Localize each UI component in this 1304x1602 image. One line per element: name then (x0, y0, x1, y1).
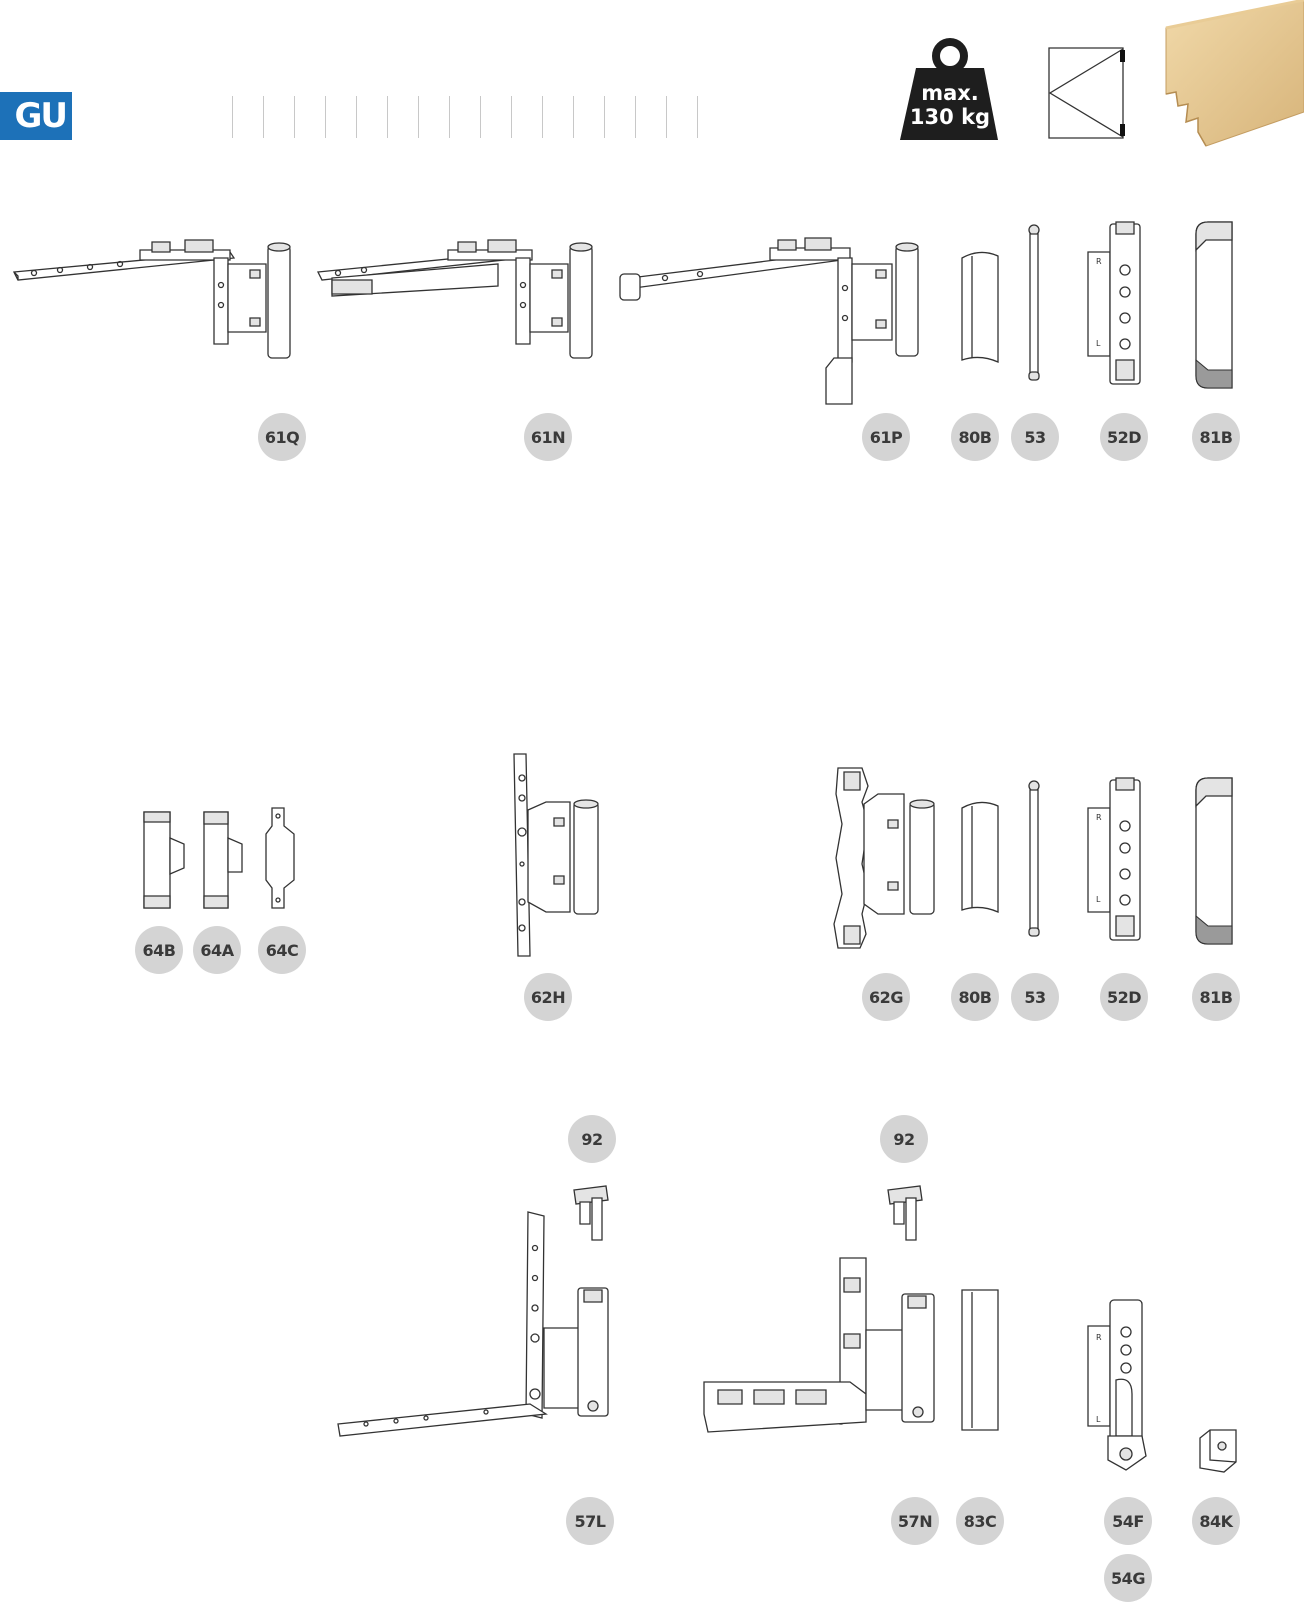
part-label-53: 53 (1011, 413, 1059, 461)
part-64a-frame-part (200, 808, 250, 912)
part-61q-hinge-with-stay-arm (10, 240, 310, 364)
part-label-92: 92 (568, 1115, 616, 1163)
part-label-64c: 64C (258, 926, 306, 974)
part-label-92-2: 92 (880, 1115, 928, 1163)
part-label-61p: 61P (862, 413, 910, 461)
svg-text:L: L (1096, 895, 1101, 904)
weight-line-2: 130 kg (910, 105, 990, 129)
part-label-64b: 64B (135, 926, 183, 974)
weight-icon: max. 130 kg (900, 38, 998, 140)
part-52d-sash-hinge-plate-2: R L (1086, 776, 1146, 946)
part-label-80b: 80B (951, 413, 999, 461)
weight-line-1: max. (921, 81, 979, 105)
part-80b-cover-cap-2 (958, 800, 1004, 916)
svg-text:R: R (1096, 257, 1102, 266)
part-label-64a: 64A (193, 926, 241, 974)
part-54f-sash-bearing: R L (1086, 1296, 1154, 1474)
part-57n-corner-bearing (700, 1254, 940, 1440)
part-label-80b-2: 80B (951, 973, 999, 1021)
part-label-62h: 62H (524, 973, 572, 1021)
part-label-61n: 61N (524, 413, 572, 461)
gu-logo: GU (0, 92, 72, 140)
part-53-hinge-pin (1026, 224, 1042, 384)
part-62g-frame-hinge (832, 764, 942, 952)
part-label-84k: 84K (1192, 1497, 1240, 1545)
part-52d-sash-hinge-plate: R L (1086, 220, 1146, 390)
svg-text:L: L (1096, 1415, 1101, 1424)
turn-opening-icon (1048, 47, 1125, 139)
part-53-hinge-pin-2 (1026, 780, 1042, 940)
svg-text:R: R (1096, 813, 1102, 822)
part-label-52d-2: 52D (1100, 973, 1148, 1021)
part-label-54f: 54F (1104, 1497, 1152, 1545)
svg-text:L: L (1096, 339, 1101, 348)
part-81b-cover-bar (1192, 220, 1238, 392)
part-81b-cover-bar-2 (1192, 776, 1238, 948)
decorative-tick-row (232, 96, 712, 138)
part-62h-frame-hinge (512, 752, 608, 958)
part-label-81b: 81B (1192, 413, 1240, 461)
part-label-83c: 83C (956, 1497, 1004, 1545)
part-61p-hinge-with-long-arm (620, 238, 940, 408)
part-label-52d: 52D (1100, 413, 1148, 461)
svg-text:R: R (1096, 1333, 1102, 1342)
part-label-81b-2: 81B (1192, 973, 1240, 1021)
part-80b-cover-cap (958, 250, 1004, 366)
part-64c-frame-part (264, 804, 304, 912)
part-label-62g: 62G (862, 973, 910, 1021)
wooden-profile-icon (1166, 0, 1304, 150)
part-label-54g: 54G (1104, 1554, 1152, 1602)
part-64b-frame-part (140, 808, 190, 912)
part-label-61q: 61Q (258, 413, 306, 461)
part-label-57n: 57N (891, 1497, 939, 1545)
logo-text: GU (14, 96, 67, 136)
part-83c-cover (958, 1286, 1004, 1434)
part-57l-corner-bearing (336, 1208, 620, 1440)
part-92-cap (572, 1186, 612, 1242)
part-92-cap-2 (886, 1186, 926, 1242)
part-label-53-2: 53 (1011, 973, 1059, 1021)
part-84k-cap (1196, 1428, 1242, 1476)
part-label-57l: 57L (566, 1497, 614, 1545)
part-61n-hinge-with-arm-housing (318, 240, 608, 364)
